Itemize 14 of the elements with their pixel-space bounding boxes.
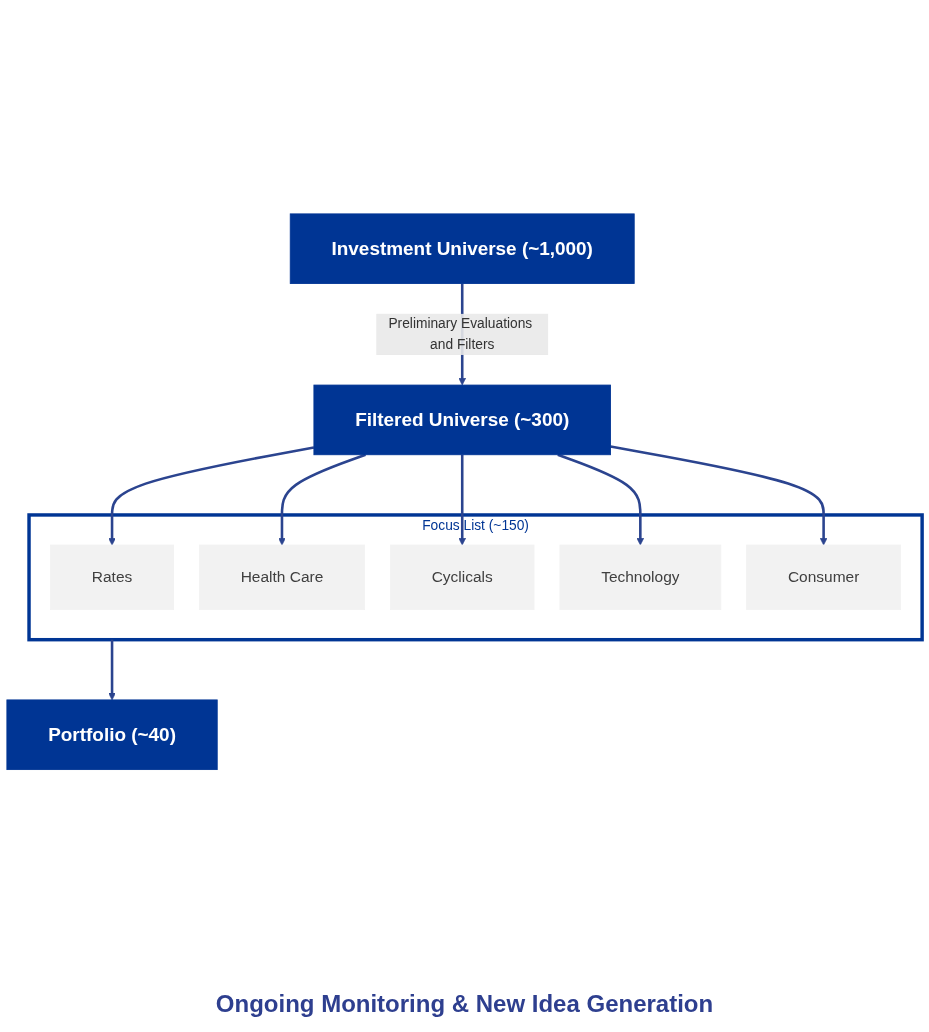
- node-box: Investment Universe (~1,000): [289, 213, 635, 285]
- node-box: Technology: [559, 544, 722, 611]
- arrow: [108, 639, 116, 701]
- arrow: [610, 445, 828, 546]
- node-box: Health Care: [198, 544, 365, 611]
- node-box: Cyclicals: [389, 544, 535, 611]
- node-box: Filtered Universe (~300): [313, 384, 611, 456]
- arrow: [108, 446, 315, 546]
- arrow: [458, 455, 466, 546]
- node-box: Portfolio (~40): [6, 699, 218, 771]
- node-box: Rates: [50, 544, 174, 611]
- edge-label: Preliminary Evaluations and Filters: [388, 316, 533, 352]
- node-box: Consumer: [746, 544, 902, 611]
- note-text: Ongoing Monitoring & New Idea Generation: [215, 990, 714, 1018]
